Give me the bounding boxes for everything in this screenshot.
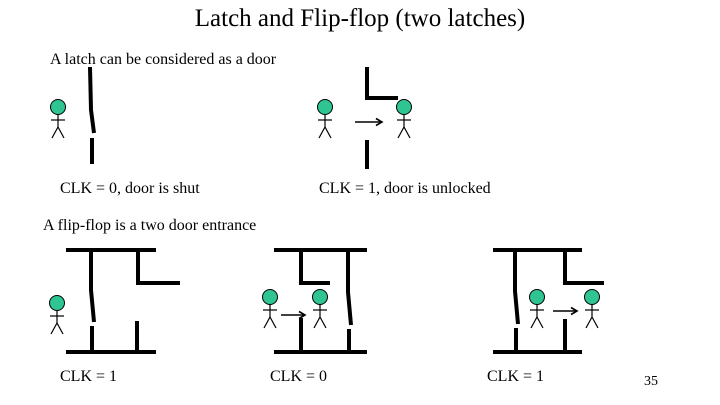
latch-caption: A latch can be considered as a door	[50, 51, 277, 68]
label-clk1-door-unlocked: CLK = 1, door is unlocked	[319, 180, 491, 197]
person-icon	[316, 98, 334, 139]
latch-door-shut	[88, 66, 96, 164]
first-door-closed	[89, 250, 96, 323]
door-panel-open	[365, 67, 398, 100]
first-door-open	[299, 250, 330, 285]
page-number: 35	[644, 374, 658, 389]
person-icon	[311, 288, 329, 329]
flipflop-clk1-second	[493, 248, 604, 354]
person-icon	[583, 288, 601, 329]
label-flipflop-clk0: CLK = 0	[270, 368, 328, 385]
second-door-open	[563, 250, 604, 285]
person-icon	[48, 294, 66, 335]
label-flipflop-clk1-first: CLK = 1	[60, 368, 118, 385]
door-panel-closed	[88, 66, 96, 134]
person-icon	[261, 288, 279, 329]
second-door-closed	[346, 250, 353, 326]
latch-door-unlocked	[355, 67, 398, 169]
arrow-icon	[553, 306, 579, 316]
label-flipflop-clk1-second: CLK = 1	[487, 368, 545, 385]
flipflop-caption: A flip-flop is a two door entrance	[43, 217, 257, 234]
person-icon	[528, 288, 546, 329]
label-clk0-door-shut: CLK = 0, door is shut	[60, 180, 200, 197]
second-door-open	[136, 250, 180, 285]
slide-title: Latch and Flip-flop (two latches)	[194, 5, 526, 32]
person-icon	[49, 98, 67, 139]
person-icon	[395, 98, 413, 139]
flipflop-clk0	[274, 248, 367, 354]
first-door-closed	[513, 250, 520, 325]
arrow-icon	[281, 310, 307, 320]
arrow-icon	[355, 117, 384, 127]
flipflop-clk1-first	[66, 248, 180, 354]
